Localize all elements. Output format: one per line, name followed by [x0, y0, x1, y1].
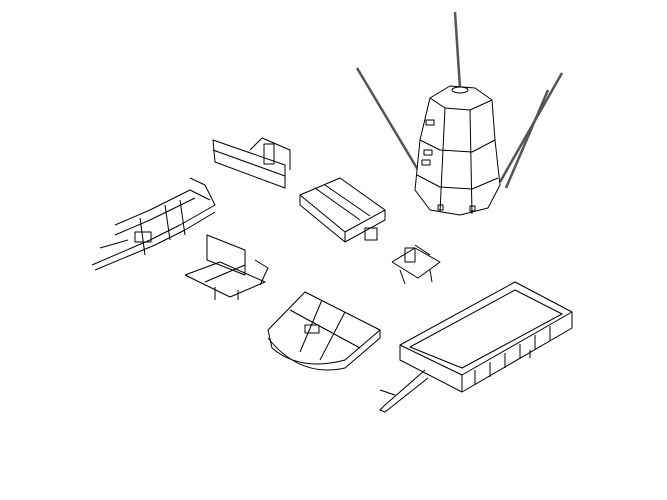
guy-wire: [453, 11, 462, 89]
box-frame: [299, 177, 386, 243]
small-frame: [184, 234, 269, 300]
flatbed-trailer: [379, 281, 573, 413]
guyed-tower: [355, 11, 564, 216]
blade-attachment: [212, 137, 291, 189]
tower-body: [414, 85, 501, 216]
small-bracket: [391, 244, 441, 285]
hitch-frame: [91, 177, 216, 271]
guy-wire: [504, 89, 550, 189]
guy-wire: [355, 67, 420, 171]
round-platform: [267, 291, 381, 371]
